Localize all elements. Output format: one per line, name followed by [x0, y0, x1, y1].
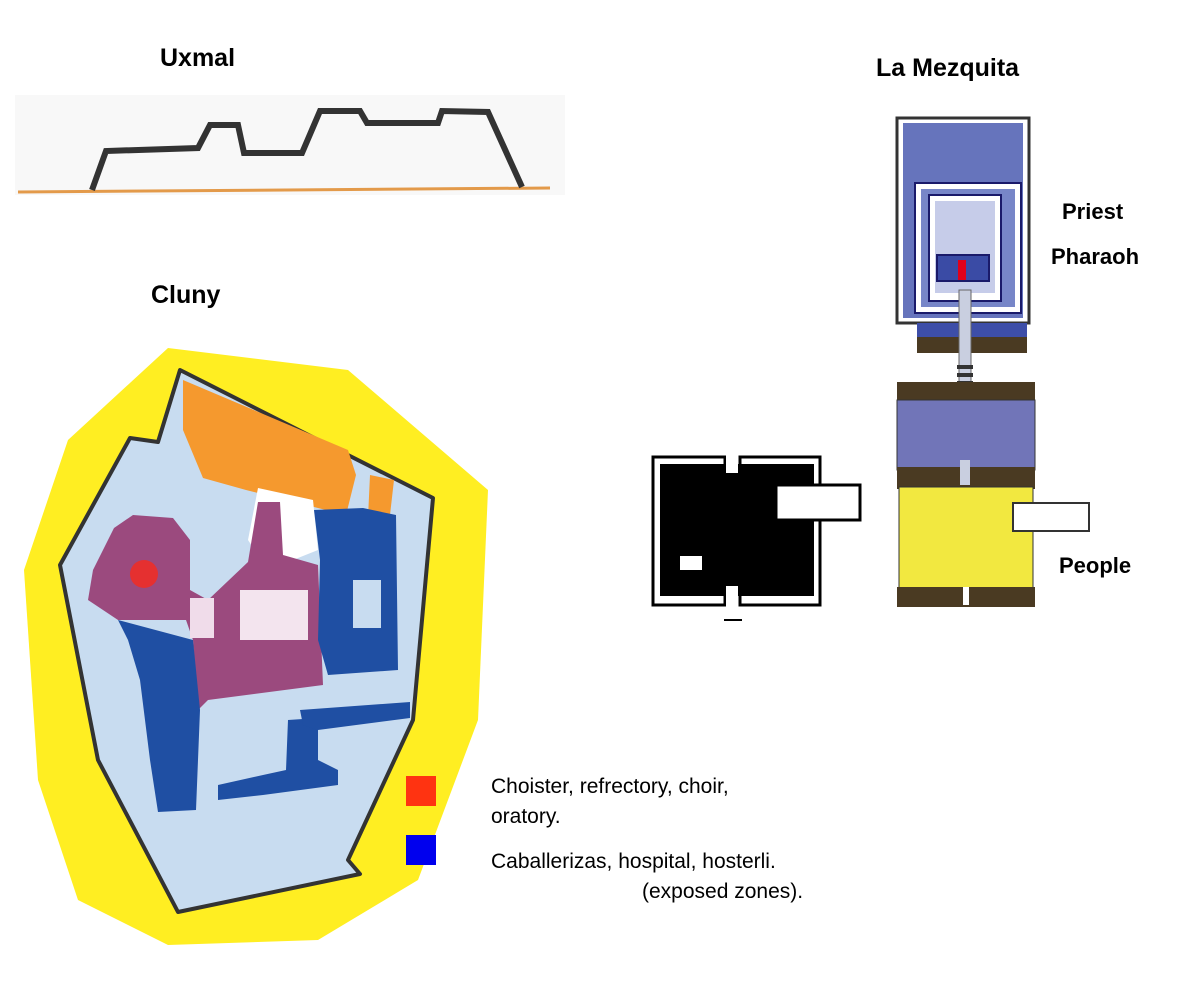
legend-swatch-red: [406, 776, 436, 806]
mezquita-plan: [895, 116, 1090, 607]
courtyard-gate: [963, 587, 969, 605]
side-entrance: [1012, 502, 1090, 532]
black-plan-gap-top: [726, 453, 738, 473]
people-label: People: [1059, 553, 1132, 578]
cluny-blue-hostelry: [218, 718, 338, 800]
legend-text-2: Caballerizas, hospital, hosterli. (expos…: [491, 847, 803, 907]
priest-label: Priest: [1062, 199, 1124, 224]
mezquita-title: La Mezquita: [876, 54, 1020, 82]
pharaoh-label: Pharaoh: [1051, 244, 1140, 269]
black-plan-block: [651, 453, 862, 621]
legend-swatch-blue: [406, 835, 436, 865]
uxmal-building-outline: [89, 107, 525, 192]
cluny-church-chapel: [190, 598, 214, 638]
cluny-orange-small: [368, 475, 394, 518]
legend-item-1-line-1: Choister, refrectory, choir,: [491, 775, 729, 798]
legend-item-2-line-1: Caballerizas, hospital, hosterli.: [491, 850, 776, 873]
axis-corridor-lower: [960, 460, 970, 485]
cluny-title: Cluny: [151, 281, 221, 309]
cluny-church-cloister: [240, 590, 308, 640]
uxmal-ground-line: [17, 186, 551, 194]
black-plan-annex: [774, 483, 862, 522]
courtyard-yellow: [898, 486, 1034, 590]
cluny-plan: [24, 348, 488, 945]
hall-blue: [896, 399, 1036, 471]
legend-item-2-line-2: (exposed zones).: [642, 880, 804, 903]
black-plan-small-window: [680, 556, 702, 570]
uxmal-profile-sketch: [15, 95, 565, 195]
cluny-choir-dot: [130, 560, 158, 588]
hall-brown-top: [897, 382, 1035, 402]
sanctuary-red-core: [958, 260, 966, 280]
axis-corridor-step-1: [957, 365, 973, 369]
cluny-orange-building: [183, 380, 356, 515]
cluny-blue-stables: [118, 620, 200, 812]
uxmal-title: Uxmal: [160, 44, 236, 72]
sanctuary-base-brown: [917, 337, 1027, 353]
cluny-blue-corridor: [300, 702, 410, 730]
black-plan-gap-bottom: [726, 586, 738, 608]
sanctuary-base-band: [917, 323, 1027, 339]
legend-text-1: Choister, refrectory, choir, oratory.: [491, 772, 729, 832]
cluny-blue-hospital-court: [353, 580, 381, 628]
legend-item-1-line-2: oratory.: [491, 805, 561, 828]
axis-corridor-step-2: [957, 373, 973, 377]
